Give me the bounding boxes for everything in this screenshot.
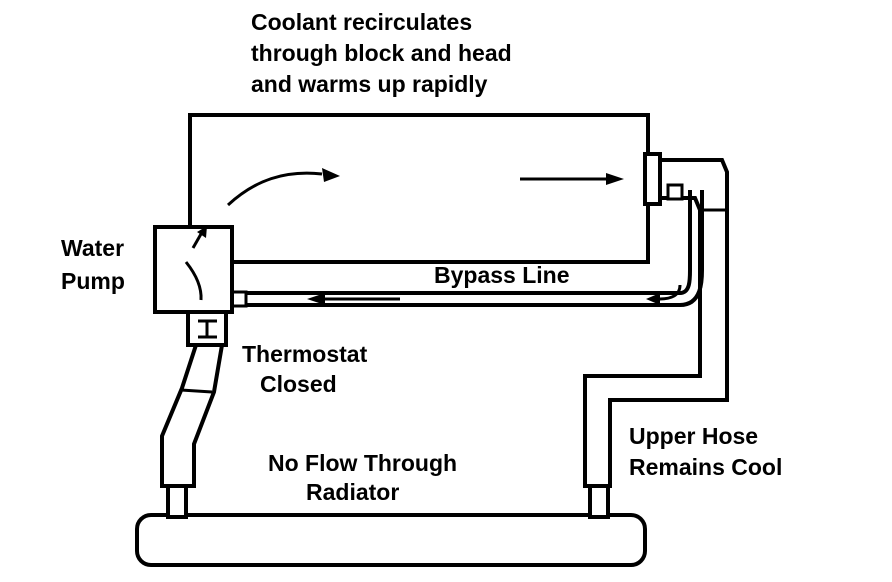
caption-line-2: through block and head bbox=[251, 40, 512, 66]
flow-arrow-pump-curve bbox=[184, 261, 203, 301]
flow-arrow-straight-head bbox=[606, 173, 624, 185]
water-pump-label-line-1: Water bbox=[61, 235, 124, 261]
flow-arrow-pump-up bbox=[191, 233, 203, 249]
bypass-line-label: Bypass Line bbox=[434, 262, 570, 288]
radiator bbox=[135, 513, 647, 567]
thermostat-label-line-1: Thermostat bbox=[242, 341, 368, 367]
lower-hose-inner-line bbox=[180, 388, 213, 394]
flow-arrow-curved-head bbox=[322, 168, 340, 182]
no-flow-label-line-1: No Flow Through bbox=[268, 450, 457, 476]
no-flow-label-line-2: Radiator bbox=[306, 479, 399, 505]
bypass-line bbox=[245, 190, 704, 307]
bypass-top-fitting bbox=[666, 183, 684, 201]
flow-arrow-bypass-turn-head bbox=[646, 293, 660, 305]
flow-arrow-curved bbox=[226, 171, 323, 207]
thermostat-valve-icon bbox=[198, 319, 217, 339]
flow-arrow-bypass-head bbox=[307, 293, 325, 305]
radiator-outlet-stub bbox=[166, 482, 188, 519]
water-pump-label-line-2: Pump bbox=[61, 268, 125, 294]
flow-arrow-pump-up-head bbox=[197, 226, 207, 238]
thermostat-label-line-2: Closed bbox=[260, 371, 337, 397]
caption-line-1: Coolant recirculates bbox=[251, 9, 472, 35]
bypass-line-fitting bbox=[230, 290, 248, 308]
flow-arrow-bypass-turn bbox=[659, 284, 682, 301]
lower-hose bbox=[160, 344, 224, 488]
water-pump bbox=[153, 225, 234, 314]
caption-line-3: and warms up rapidly bbox=[251, 71, 488, 97]
engine-block bbox=[188, 113, 650, 264]
radiator-inlet-stub bbox=[588, 482, 610, 519]
thermostat-housing-outlet bbox=[643, 152, 662, 206]
upper-hose-label-line-2: Remains Cool bbox=[629, 454, 782, 480]
upper-hose-label-line-1: Upper Hose bbox=[629, 423, 758, 449]
